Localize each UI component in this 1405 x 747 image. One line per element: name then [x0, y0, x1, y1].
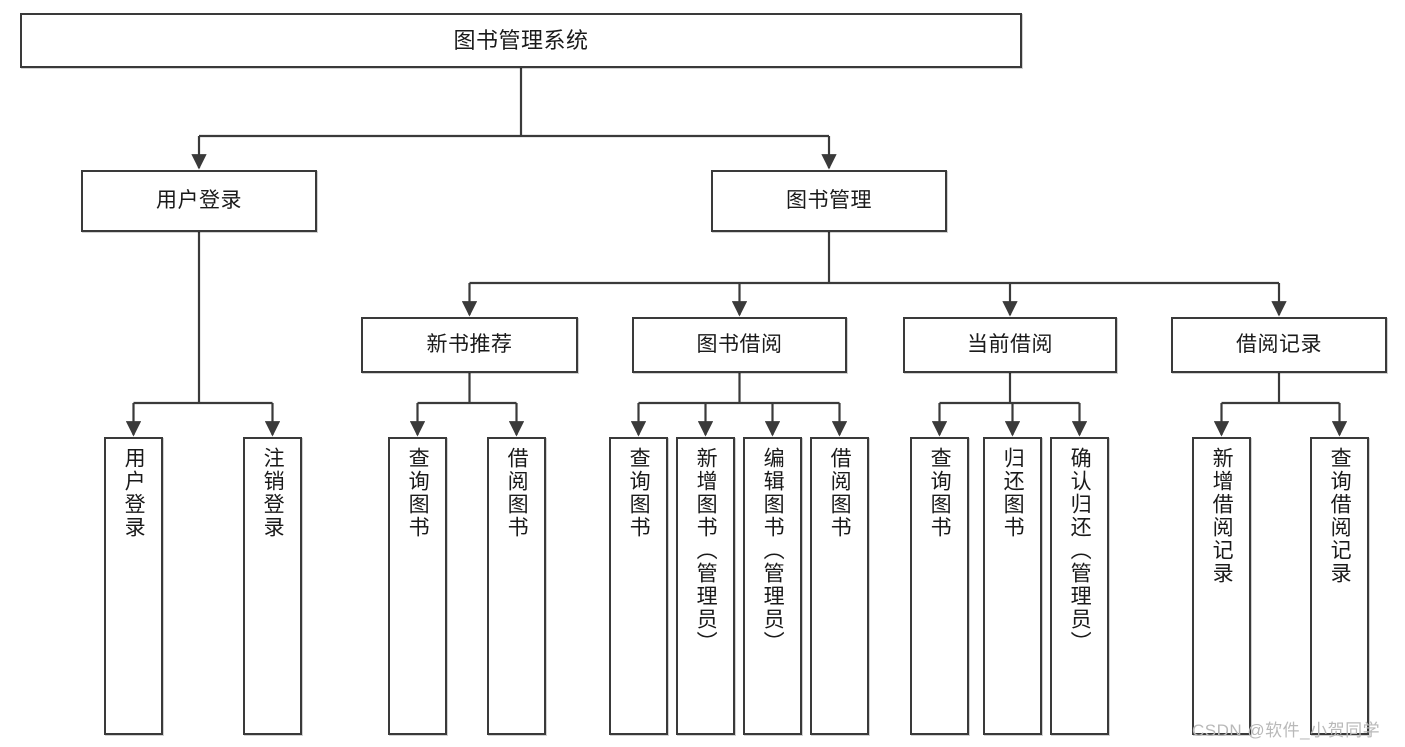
node-label: 确认归还（管理员） — [1068, 447, 1092, 654]
csdn-watermark: CSDN @软件_小贺同学 — [1192, 721, 1381, 740]
node-leaf-return-book[interactable]: 归还图书 — [983, 437, 1042, 735]
node-leaf-add-book[interactable]: 新增图书（管理员） — [676, 437, 735, 735]
node-label: 图书借阅 — [696, 332, 783, 356]
node-label: 借阅图书 — [828, 447, 852, 539]
node-label: 查询借阅记录 — [1328, 447, 1352, 585]
node-leaf-borrow-book-rec[interactable]: 借阅图书 — [487, 437, 546, 735]
node-label: 查询图书 — [928, 447, 952, 539]
node-root[interactable]: 图书管理系统 — [20, 13, 1022, 68]
node-label: 新增借阅记录 — [1210, 447, 1234, 585]
node-leaf-borrow-book[interactable]: 借阅图书 — [810, 437, 869, 735]
node-label: 借阅记录 — [1236, 332, 1322, 356]
node-label: 查询图书 — [627, 447, 651, 539]
node-leaf-confirm-return[interactable]: 确认归还（管理员） — [1050, 437, 1109, 735]
node-label: 当前借阅 — [967, 332, 1053, 356]
node-label: 借阅图书 — [505, 447, 529, 539]
node-new-book-rec[interactable]: 新书推荐 — [361, 317, 578, 373]
node-label: 图书管理系统 — [453, 27, 589, 53]
node-leaf-user-logout[interactable]: 注销登录 — [243, 437, 302, 735]
node-leaf-query-book-borrow[interactable]: 查询图书 — [609, 437, 668, 735]
node-book-manage[interactable]: 图书管理 — [711, 170, 947, 232]
node-label: 用户登录 — [122, 447, 146, 539]
node-label: 用户登录 — [156, 188, 242, 212]
node-label: 编辑图书（管理员） — [761, 447, 785, 654]
node-label: 查询图书 — [406, 447, 430, 539]
node-leaf-user-login[interactable]: 用户登录 — [104, 437, 163, 735]
node-leaf-add-record[interactable]: 新增借阅记录 — [1192, 437, 1251, 735]
node-leaf-query-book-rec[interactable]: 查询图书 — [388, 437, 447, 735]
node-leaf-query-record[interactable]: 查询借阅记录 — [1310, 437, 1369, 735]
node-label: 新增图书（管理员） — [694, 447, 718, 654]
node-borrow-record[interactable]: 借阅记录 — [1171, 317, 1387, 373]
node-label: 归还图书 — [1001, 447, 1025, 539]
node-current-borrow[interactable]: 当前借阅 — [903, 317, 1117, 373]
node-leaf-query-book-current[interactable]: 查询图书 — [910, 437, 969, 735]
node-label: 图书管理 — [786, 188, 872, 212]
node-leaf-edit-book[interactable]: 编辑图书（管理员） — [743, 437, 802, 735]
node-book-borrow[interactable]: 图书借阅 — [632, 317, 847, 373]
node-label: 注销登录 — [261, 447, 285, 539]
node-label: 新书推荐 — [426, 332, 513, 356]
node-user-login[interactable]: 用户登录 — [81, 170, 317, 232]
